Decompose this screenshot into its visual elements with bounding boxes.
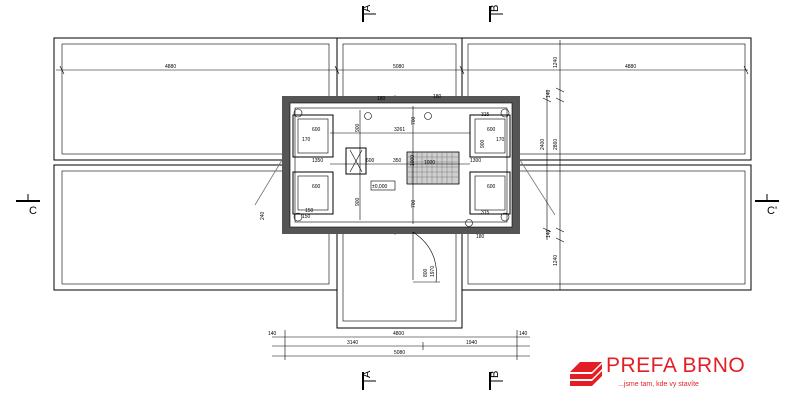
section-markers: A B A B C C' bbox=[16, 4, 779, 390]
dim-150-a: 150 bbox=[302, 214, 311, 220]
section-b-top: B bbox=[489, 5, 501, 12]
dim-800: 800 bbox=[423, 268, 429, 277]
dim-900-a: 900 bbox=[355, 123, 361, 132]
dim-140-top: 140 bbox=[546, 89, 552, 98]
dim-170-a: 170 bbox=[302, 137, 311, 143]
dim-700-a: 700 bbox=[411, 116, 417, 125]
dim-600-a: 600 bbox=[312, 127, 321, 133]
dim-900-b: 900 bbox=[355, 197, 361, 206]
bottom-dim-140-left: 140 bbox=[268, 331, 277, 337]
dim-3261: 3261 bbox=[394, 127, 405, 133]
right-dimension-chain: 1240 140 2400 2860 140 1240 bbox=[540, 40, 565, 290]
dim-1000-a: 1000 bbox=[410, 155, 416, 166]
dim-600-d: 600 bbox=[487, 184, 496, 190]
bottom-dim-140-right: 140 bbox=[519, 331, 528, 337]
central-chamber: ±0,000 bbox=[282, 96, 520, 234]
dim-180-b: 180 bbox=[433, 94, 442, 100]
dim-2860: 2860 bbox=[553, 139, 559, 150]
dim-600-b: 600 bbox=[312, 184, 321, 190]
dim-1300: 1300 bbox=[470, 158, 481, 164]
dim-180-c: 180 bbox=[476, 234, 485, 240]
section-c-right: C' bbox=[767, 205, 777, 217]
dim-900-c: 900 bbox=[480, 139, 486, 148]
dim-2400: 2400 bbox=[540, 139, 546, 150]
logo-title: PREFA BRNO bbox=[606, 354, 746, 377]
dim-350: 350 bbox=[393, 158, 402, 164]
dim-1000-b: 1000 bbox=[424, 160, 435, 166]
dim-1240-top: 1240 bbox=[553, 57, 559, 68]
dim-600-c: 600 bbox=[487, 127, 496, 133]
dim-700-b: 700 bbox=[411, 199, 417, 208]
bottom-dim-3140: 3140 bbox=[347, 340, 358, 346]
section-c-left: C bbox=[29, 205, 37, 217]
bottom-dimension-chain: 140 4800 140 3140 1940 5080 bbox=[268, 330, 530, 360]
dim-315-b: 315 bbox=[481, 210, 490, 216]
dim-4880-left: 4880 bbox=[165, 64, 176, 70]
section-a-top: A bbox=[361, 4, 373, 12]
section-b-bottom: B bbox=[489, 371, 501, 378]
dim-4880-right: 4880 bbox=[625, 64, 636, 70]
logo-mark-icon bbox=[570, 362, 602, 386]
dim-1350: 1350 bbox=[312, 158, 323, 164]
interior-dimensions: 3261 1350 1300 600 600 600 600 600 350 9… bbox=[260, 94, 505, 240]
dim-600-mid: 600 bbox=[366, 158, 375, 164]
dim-240: 240 bbox=[260, 211, 266, 220]
bottom-dim-4800: 4800 bbox=[393, 331, 404, 337]
prefa-brno-logo: PREFA BRNO ...jsme tam, kde vy stavíte bbox=[566, 352, 776, 396]
dim-5080-center: 5080 bbox=[393, 64, 404, 70]
dim-140-bottom: 140 bbox=[546, 229, 552, 238]
dim-170-b: 170 bbox=[496, 137, 505, 143]
bottom-dim-5080: 5080 bbox=[394, 350, 405, 356]
bottom-dim-1940: 1940 bbox=[466, 340, 477, 346]
dim-150-b: 150 bbox=[305, 208, 314, 214]
section-a-bottom: A bbox=[361, 370, 373, 378]
level-mark: ±0,000 bbox=[372, 184, 387, 190]
top-dimension-line: 4880 5080 4880 bbox=[56, 64, 749, 75]
logo-tagline: ...jsme tam, kde vy stavíte bbox=[618, 381, 699, 388]
dim-1240-bottom: 1240 bbox=[553, 255, 559, 266]
door-swing: 800 1970 bbox=[412, 231, 440, 283]
dim-180-a: 180 bbox=[377, 96, 386, 102]
dim-315-a: 315 bbox=[481, 112, 490, 118]
dim-1970: 1970 bbox=[430, 266, 436, 277]
